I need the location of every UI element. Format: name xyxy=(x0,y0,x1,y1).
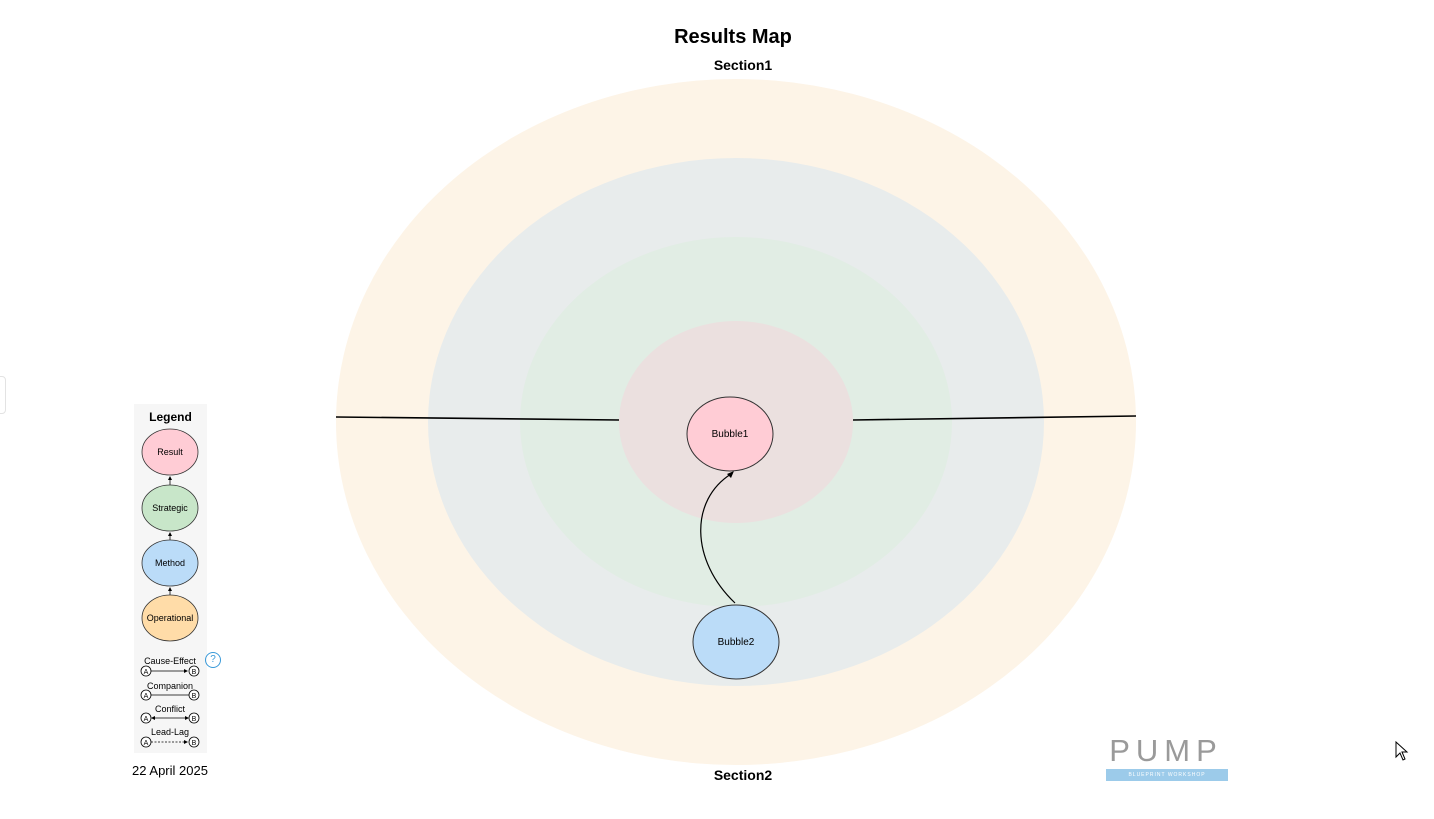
page-title: Results Map xyxy=(674,26,792,48)
legend-relation-cause-effect: Cause-Effect A B xyxy=(140,656,200,677)
bubble-bubble2[interactable]: Bubble2 xyxy=(692,604,780,680)
svg-text:Conflict: Conflict xyxy=(155,704,186,714)
bubble2-label: Bubble2 xyxy=(718,637,755,648)
svg-text:B: B xyxy=(192,693,197,700)
bubble1-shape[interactable] xyxy=(686,396,774,472)
svg-text:Strategic: Strategic xyxy=(152,503,188,513)
bubble-bubble1[interactable]: Bubble1 xyxy=(686,396,774,472)
svg-text:Method: Method xyxy=(155,558,185,568)
svg-text:Operational: Operational xyxy=(147,613,194,623)
svg-text:A: A xyxy=(144,740,149,747)
legend-level-strategic: Strategic xyxy=(141,484,199,532)
bubble1-label: Bubble1 xyxy=(712,429,749,440)
logo-subtitle: BLUEPRINT WORKSHOP xyxy=(1106,769,1228,781)
svg-text:Companion: Companion xyxy=(147,681,193,691)
section-bottom-label: Section2 xyxy=(713,767,773,783)
mouse-cursor-icon xyxy=(1395,741,1409,761)
section-divider-right xyxy=(852,415,1137,421)
svg-text:A: A xyxy=(144,716,149,723)
legend-arrowhead-1 xyxy=(168,476,172,480)
legend-relation-conflict: Conflict A B xyxy=(140,704,200,724)
svg-text:Result: Result xyxy=(157,447,183,457)
connection-arrowhead xyxy=(727,471,734,478)
side-panel-toggle[interactable] xyxy=(0,376,6,414)
logo-text: PUMP xyxy=(1109,733,1223,768)
cause-effect-connection[interactable] xyxy=(700,473,736,604)
date-label: 22 April 2025 xyxy=(132,763,208,778)
bubble2-shape[interactable] xyxy=(692,604,780,680)
legend-arrowhead-2 xyxy=(168,532,172,536)
svg-text:B: B xyxy=(192,740,197,747)
svg-text:B: B xyxy=(192,716,197,723)
svg-text:Lead-Lag: Lead-Lag xyxy=(151,727,189,737)
legend-relation-lead-lag: Lead-Lag A B xyxy=(140,727,200,748)
section-top-label: Section1 xyxy=(713,57,773,73)
svg-text:A: A xyxy=(144,693,149,700)
section-divider-left xyxy=(335,416,620,421)
svg-text:B: B xyxy=(192,669,197,676)
legend-relation-companion: Companion A B xyxy=(140,681,200,701)
pump-logo: PUMP BLUEPRINT WORKSHOP xyxy=(1104,735,1228,783)
svg-text:A: A xyxy=(144,669,149,676)
legend-level-method: Method xyxy=(141,539,199,587)
help-icon[interactable]: ? xyxy=(205,652,221,668)
legend-level-result: Result xyxy=(141,428,199,476)
legend-level-operational: Operational xyxy=(141,594,199,642)
legend-title: Legend xyxy=(149,410,192,424)
legend-graphics: Result Strategic Method Operational Caus… xyxy=(140,428,200,748)
legend-arrowhead-3 xyxy=(168,587,172,591)
svg-text:Cause-Effect: Cause-Effect xyxy=(144,656,196,666)
